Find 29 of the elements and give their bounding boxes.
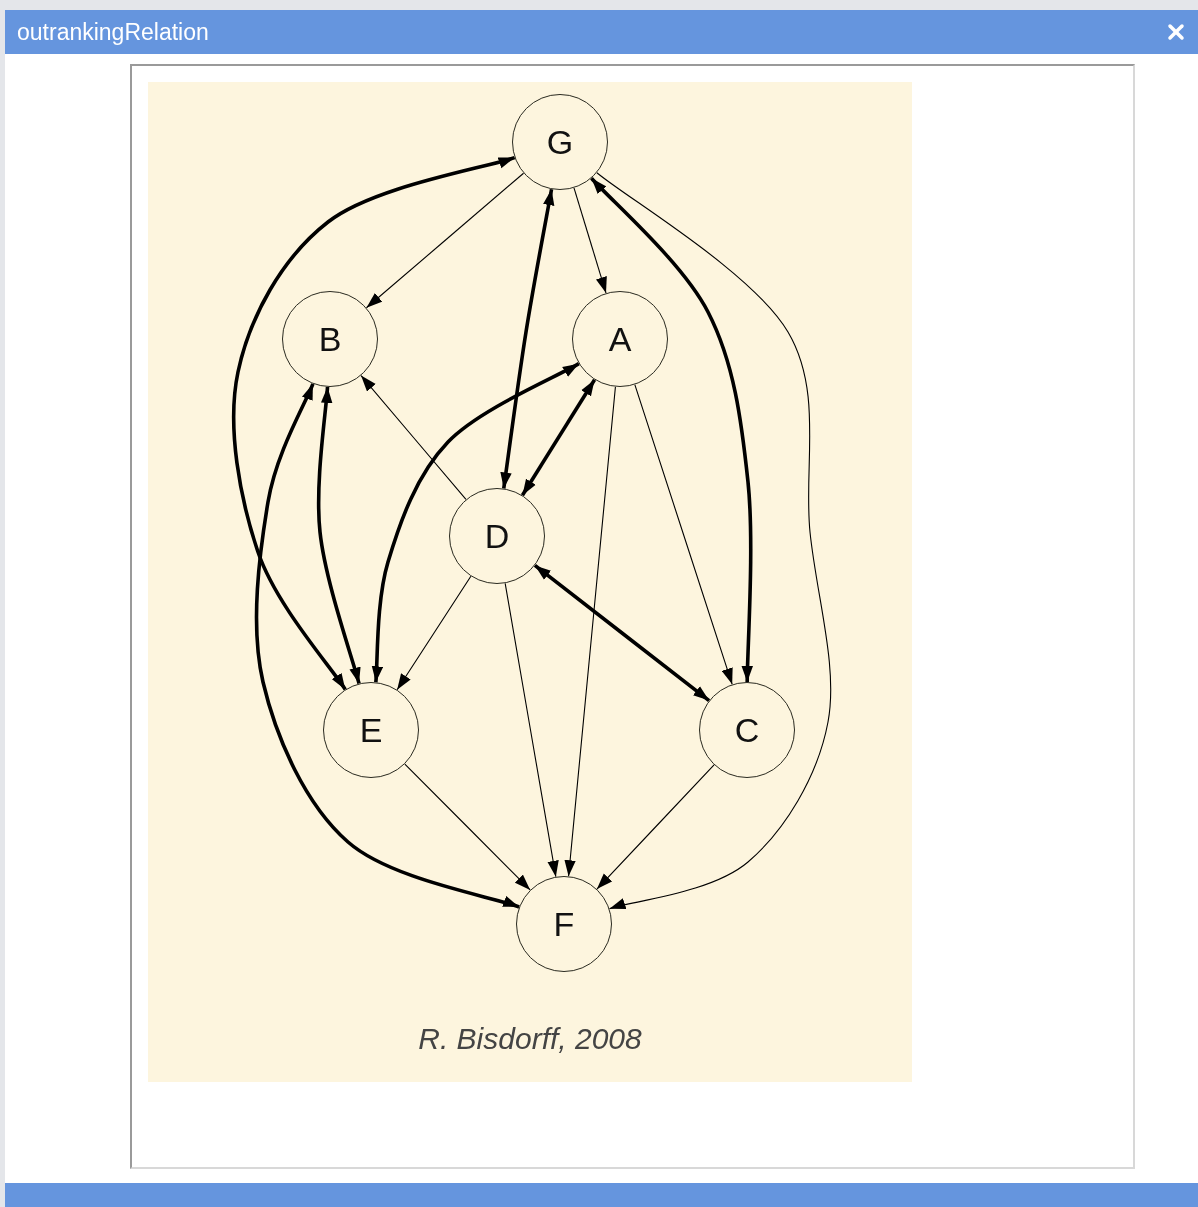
node-label: B xyxy=(318,319,342,359)
arrow xyxy=(316,386,361,684)
arrow xyxy=(254,383,520,909)
graph-caption: R. Bisdorff, 2008 xyxy=(417,1022,643,1056)
arrow xyxy=(573,187,607,294)
arrow xyxy=(596,172,832,910)
arrow xyxy=(360,375,467,500)
node-label: D xyxy=(484,516,510,556)
node-circle xyxy=(516,876,612,972)
node-label: C xyxy=(734,710,760,750)
arrow xyxy=(504,582,559,878)
arrow xyxy=(590,176,754,683)
arrow xyxy=(634,384,733,685)
node-label: E xyxy=(359,710,383,750)
node-label: A xyxy=(608,319,632,359)
arrow xyxy=(564,386,616,877)
node-label: F xyxy=(553,904,575,944)
window-title: outrankingRelation xyxy=(17,18,209,46)
arrow xyxy=(533,564,711,702)
node-circle xyxy=(512,94,608,190)
node-label: G xyxy=(546,122,574,162)
arrow xyxy=(500,188,555,489)
arrow xyxy=(231,155,516,691)
arrow xyxy=(396,575,472,691)
arrow xyxy=(404,763,531,891)
arrow xyxy=(596,764,715,890)
arrow xyxy=(520,378,597,497)
arrow xyxy=(371,362,580,683)
arrow xyxy=(365,172,525,309)
